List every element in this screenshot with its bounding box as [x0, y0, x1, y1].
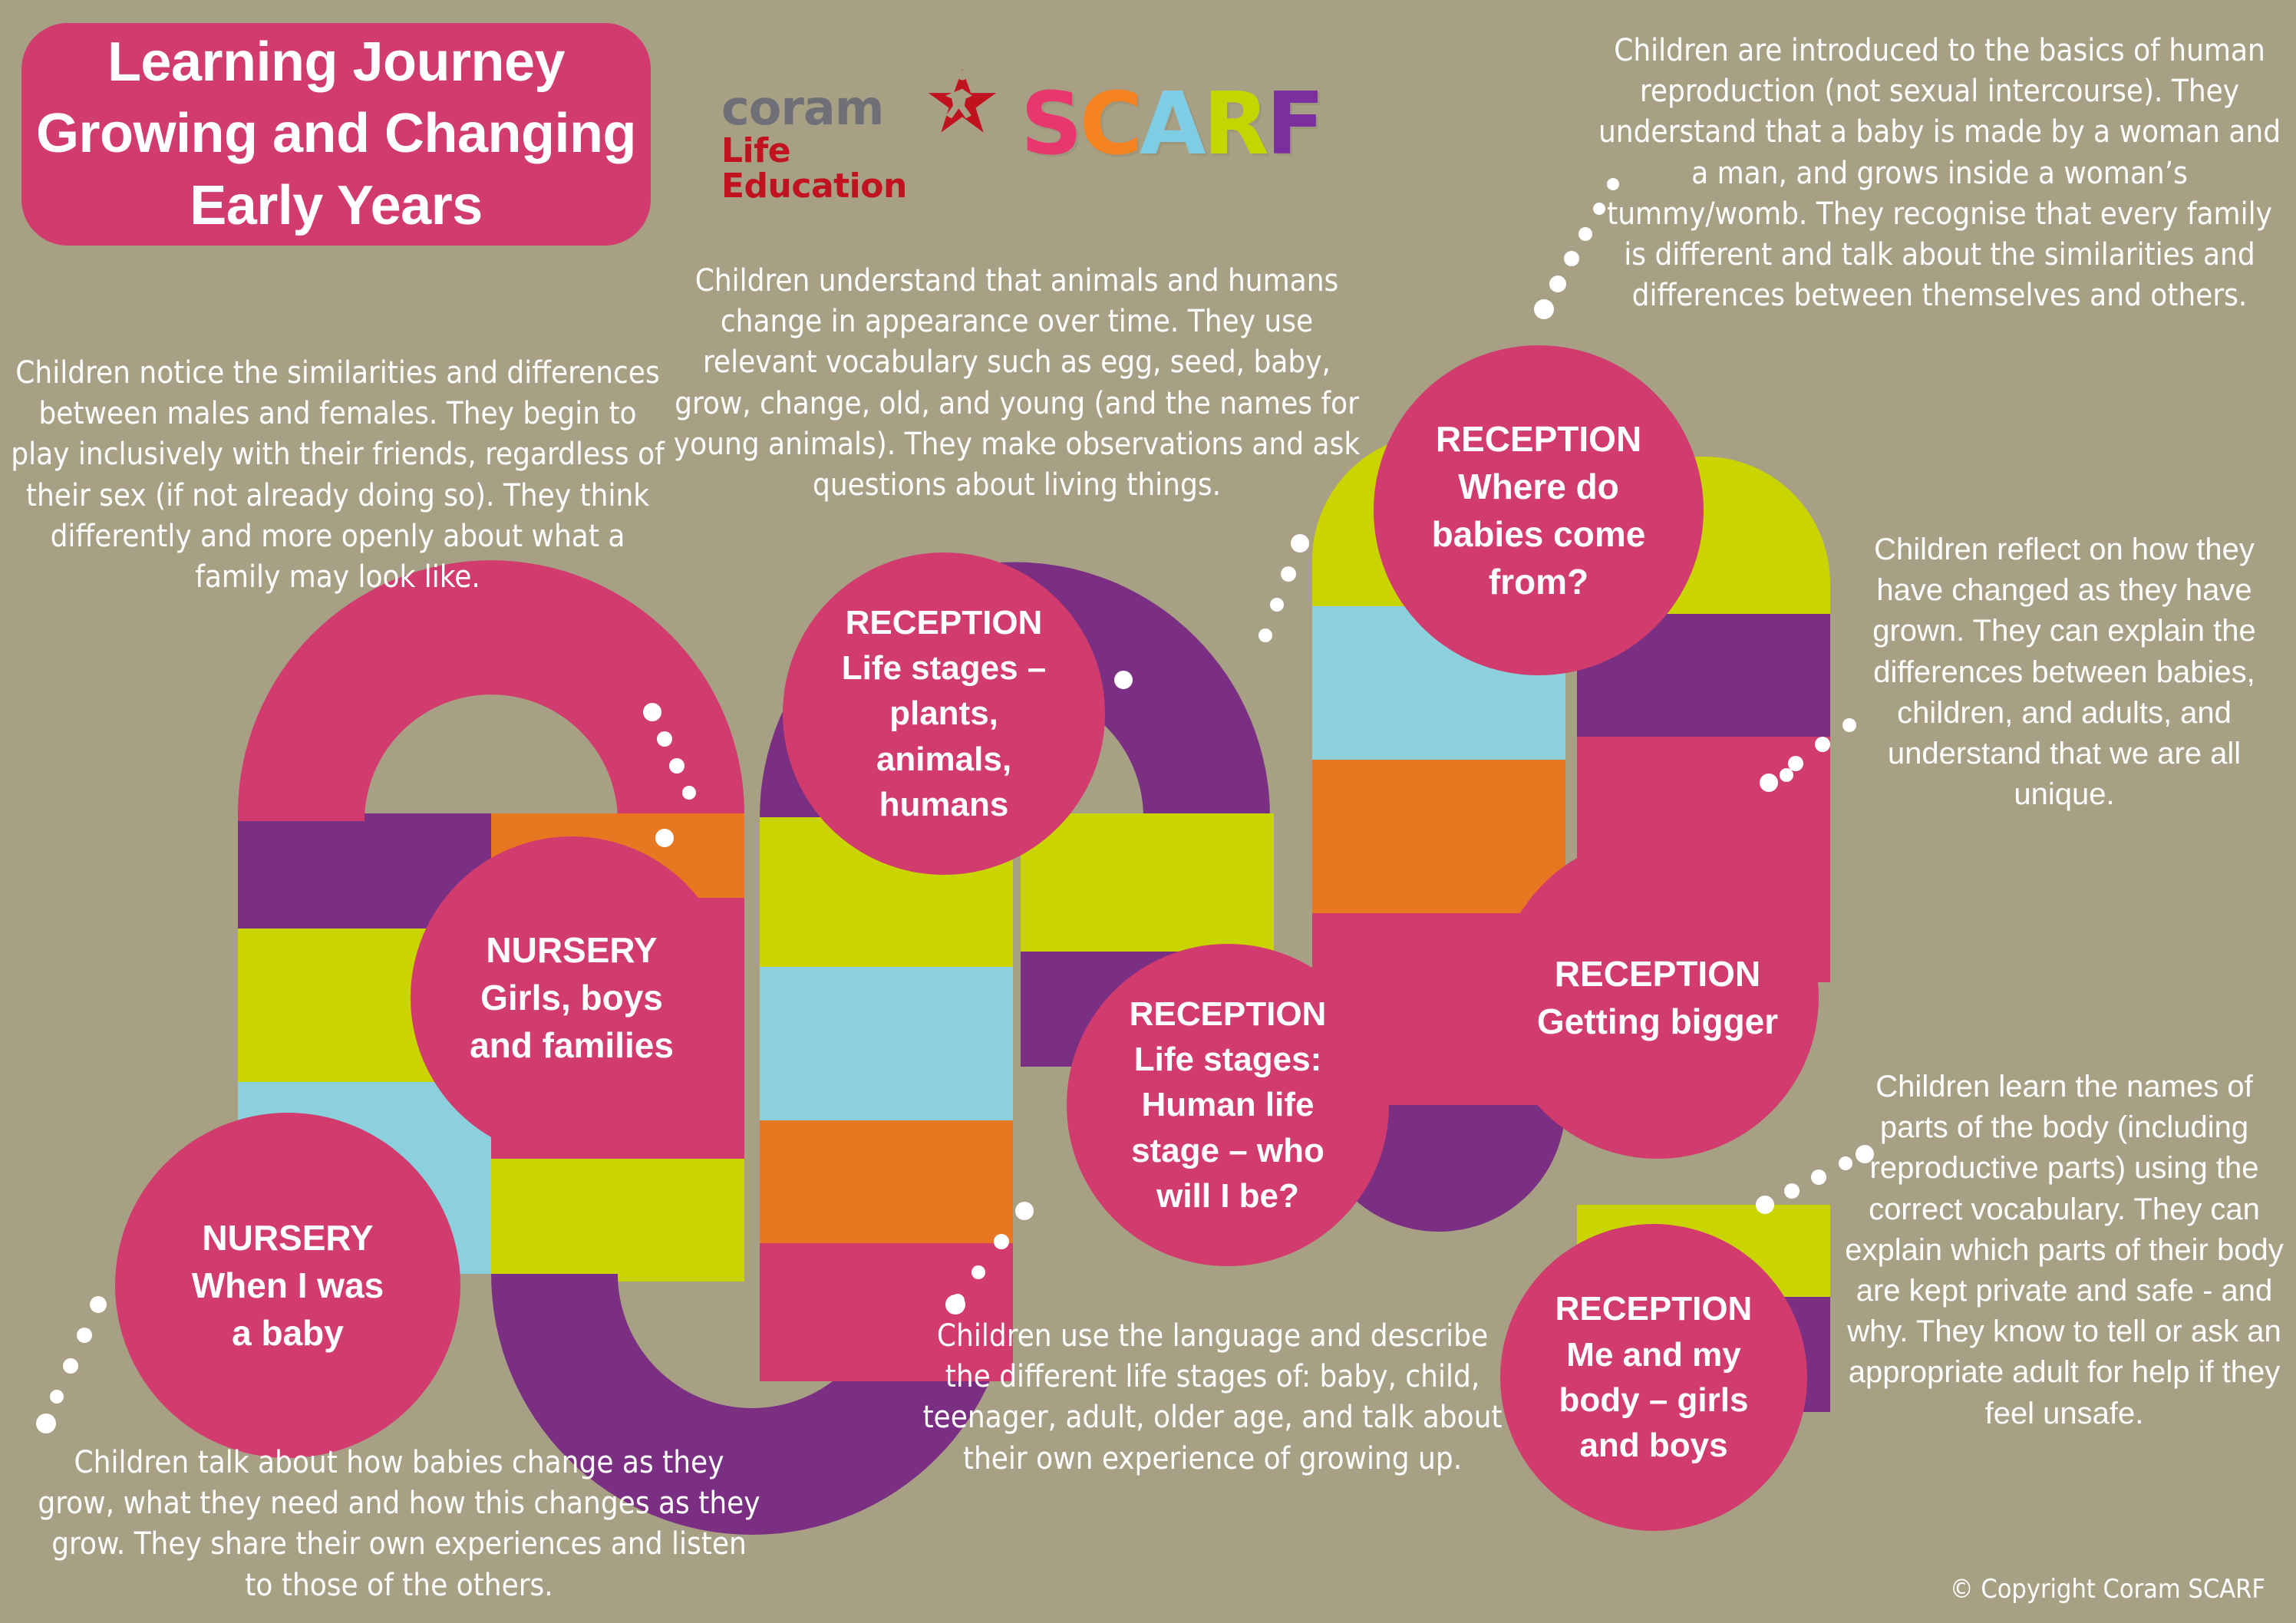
- node-nursery-girls-boys-and-families[interactable]: NURSERY Girls, boys and families: [411, 836, 733, 1159]
- description-babies-change: Children talk about how babies change as…: [38, 1445, 760, 1603]
- node-reception-human-life-stage[interactable]: RECEPTION Life stages: Human life stage …: [1067, 944, 1389, 1266]
- ribbon-arch-top-left: [238, 660, 744, 821]
- coram-life-education-logo: coram Life Education: [721, 68, 997, 204]
- coram-wordmark: coram: [721, 80, 884, 136]
- node-stage-label: RECEPTION: [1435, 418, 1642, 459]
- node-reception-life-stages-plants-animals-humans[interactable]: RECEPTION Life stages – plants, animals,…: [783, 553, 1105, 875]
- node-topic-label: Getting bigger: [1536, 1001, 1779, 1041]
- scarf-letter-s: S: [1021, 74, 1083, 174]
- node-topic-label: When I was a baby: [191, 1265, 384, 1354]
- scarf-letter-a: A: [1139, 74, 1206, 174]
- node-stage-label: RECEPTION: [1129, 995, 1327, 1033]
- node-stage-label: NURSERY: [202, 1217, 374, 1258]
- ribbon-segment-group-c: [760, 813, 1013, 1381]
- title-line-2: Growing and Changing: [36, 103, 636, 165]
- node-stage-label: RECEPTION: [845, 603, 1043, 642]
- leader-line-animals-change: [1114, 534, 1309, 689]
- node-topic-label: Life stages: Human life stage – who will…: [1131, 1040, 1324, 1216]
- node-reception-getting-bigger[interactable]: RECEPTION Getting bigger: [1496, 836, 1819, 1159]
- title-line-1: Learning Journey: [107, 31, 566, 93]
- scarf-letter-r: R: [1202, 74, 1269, 174]
- description-body-parts-names: Children learn the names of parts of the…: [1845, 1070, 2284, 1430]
- leader-line-life-stage-language: [945, 1202, 1034, 1315]
- node-topic-label: Where do babies come from?: [1431, 466, 1646, 602]
- leader-line-babies-change: [36, 1296, 107, 1433]
- scarf-letter-c: C: [1079, 74, 1143, 174]
- description-animals-humans-change: Children understand that animals and hum…: [673, 263, 1361, 503]
- description-life-stage-language: Children use the language and describe t…: [922, 1318, 1503, 1476]
- node-stage-label: RECEPTION: [1555, 1290, 1753, 1328]
- description-human-reproduction: Children are introduced to the basics of…: [1598, 33, 2281, 314]
- copyright-notice: © Copyright Coram SCARF: [1950, 1574, 2265, 1605]
- coram-star-icon: [928, 68, 997, 133]
- title-line-3: Early Years: [190, 174, 483, 236]
- coram-tagline: Life Education: [721, 131, 907, 206]
- leader-line-males-females: [643, 703, 696, 847]
- node-topic-label: Life stages – plants, animals, humans: [841, 648, 1047, 824]
- scarf-letter-f: F: [1265, 74, 1324, 174]
- description-reflect-on-change: Children reflect on how they have change…: [1872, 533, 2256, 812]
- node-stage-label: NURSERY: [486, 929, 658, 970]
- node-stage-label: RECEPTION: [1554, 953, 1761, 994]
- node-nursery-when-i-was-a-baby[interactable]: NURSERY When I was a baby: [115, 1113, 460, 1458]
- page-title: Learning Journey Growing and Changing Ea…: [21, 23, 651, 246]
- node-topic-label: Me and my body – girls and boys: [1559, 1335, 1749, 1465]
- scarf-logo: S C A R F: [1021, 74, 1324, 174]
- description-males-females: Children notice the similarities and dif…: [11, 355, 665, 595]
- node-reception-where-do-babies-come-from[interactable]: RECEPTION Where do babies come from?: [1374, 345, 1704, 675]
- node-reception-me-and-my-body[interactable]: RECEPTION Me and my body – girls and boy…: [1500, 1224, 1807, 1531]
- node-topic-label: Girls, boys and families: [470, 977, 674, 1066]
